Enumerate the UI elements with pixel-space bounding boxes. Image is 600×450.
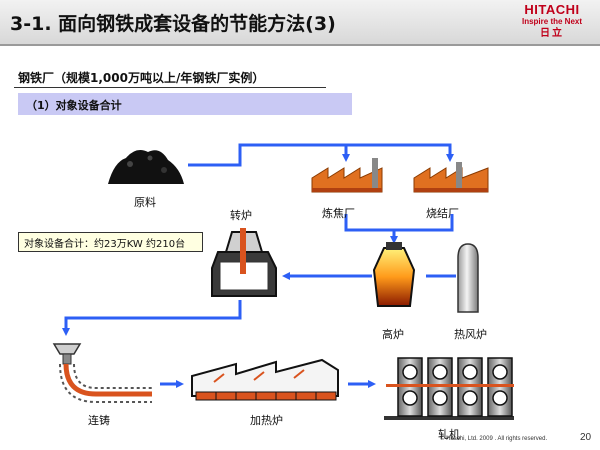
label-sinter-plant: 烧结厂 bbox=[426, 207, 459, 220]
arrow-raw-to-sinter bbox=[346, 143, 454, 162]
label-coke-plant: 炼焦厂 bbox=[322, 207, 355, 220]
label-caster: 连铸 bbox=[88, 414, 110, 427]
label-reheat-furnace: 加热炉 bbox=[250, 414, 283, 427]
label-blast-furnace: 高炉 bbox=[382, 328, 404, 341]
arrow-raw-to-coke bbox=[188, 143, 350, 167]
label-raw-material: 原料 bbox=[134, 196, 156, 209]
blast-furnace-icon bbox=[372, 242, 416, 307]
rolling-mill-icon bbox=[384, 357, 514, 420]
coke-plant-factory-icon bbox=[311, 158, 383, 193]
title-divider bbox=[0, 44, 600, 46]
label-hot-stove: 热风炉 bbox=[454, 328, 487, 341]
flow-arrows bbox=[62, 143, 456, 388]
arrow-converter-to-caster bbox=[62, 300, 242, 336]
section-heading: （1）对象设备合计 bbox=[26, 99, 122, 112]
converter-vessel-icon bbox=[211, 228, 277, 297]
page-title: 3-1. 面向钢铁成套设备的节能方法(3) bbox=[10, 13, 336, 35]
continuous-caster-icon bbox=[52, 343, 152, 403]
hot-stove-icon bbox=[457, 243, 479, 313]
copyright-notice: © Hitachi, Ltd. 2009 . All rights reserv… bbox=[440, 436, 548, 442]
logo-tagline: Inspire the Next bbox=[521, 17, 582, 26]
summary-text: 对象设备合计：约23万KW 约210台 bbox=[24, 239, 186, 250]
summary-callout: 对象设备合计：约23万KW 约210台 bbox=[18, 232, 203, 252]
title-bar: 3-1. 面向钢铁成套设备的节能方法(3) HITACHI Inspire th… bbox=[0, 0, 600, 44]
logo-japanese: 日立 bbox=[540, 28, 564, 39]
label-rolling-mill: 轧机 bbox=[438, 428, 460, 441]
sinter-plant-factory-icon bbox=[413, 162, 489, 193]
label-converter: 转炉 bbox=[230, 209, 252, 222]
plant-subtitle: 钢铁厂（规模1,000万吨以上/年钢铁厂实例） bbox=[18, 71, 265, 85]
arrow-plants-to-blast-furnace bbox=[344, 214, 454, 232]
raw-material-pile-icon bbox=[108, 150, 184, 184]
subtitle-underline bbox=[14, 87, 326, 88]
logo-main-text: HITACHI bbox=[524, 2, 580, 17]
hitachi-logo: HITACHI Inspire the Next 日立 bbox=[510, 3, 594, 40]
reheat-furnace-icon bbox=[191, 358, 339, 401]
section-heading-bar: （1）对象设备合计 bbox=[18, 93, 352, 115]
page-number: 20 bbox=[580, 432, 592, 443]
